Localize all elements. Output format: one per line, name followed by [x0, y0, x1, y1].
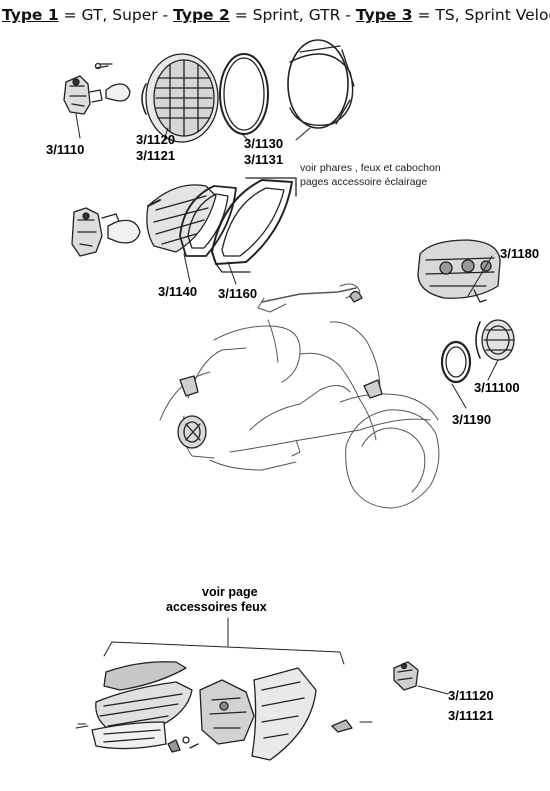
- label-3-1131: 3/1131: [244, 152, 284, 167]
- headlight-lens-drawing: [142, 54, 218, 142]
- oval-headlight-group: [72, 178, 296, 272]
- note-rear-line1: voir page: [202, 585, 258, 599]
- bulb-drawing: [96, 64, 131, 102]
- headlight-gasket-drawing: [220, 54, 268, 134]
- bulb-holder-drawing: [64, 76, 102, 114]
- rear-light-assembly-drawing: [76, 662, 372, 760]
- oval-bulb-holder-drawing: [72, 208, 120, 256]
- headlight-rim-drawing: [288, 40, 354, 128]
- note-headlight-line2: pages accessoire éclairage: [300, 176, 428, 188]
- label-3-11121: 3/11121: [448, 708, 494, 723]
- type3-label: Type 3: [355, 6, 413, 24]
- horn-drawing: [476, 320, 514, 360]
- type1-models: = GT, Super -: [58, 6, 174, 24]
- type-legend: Type 1 = GT, Super - Type 2 = Sprint, GT…: [2, 6, 550, 24]
- horn-ring-drawing: [442, 342, 470, 382]
- label-3-1120: 3/1120: [136, 132, 176, 147]
- connector-drawing: [394, 662, 418, 690]
- oval-lens-drawing: [147, 185, 216, 252]
- type2-label: Type 2: [173, 6, 230, 24]
- oval-rim-drawing: [212, 178, 296, 272]
- instrument-cluster-drawing: [418, 240, 500, 302]
- note-headlight-line1: voir phares , feux et cabochon: [300, 162, 441, 174]
- type1-label: Type 1: [2, 6, 59, 24]
- type2-models: = Sprint, GTR -: [229, 6, 356, 24]
- round-headlight-group: [64, 40, 354, 142]
- label-3-1140: 3/1140: [158, 284, 198, 299]
- label-3-1160: 3/1160: [218, 286, 258, 301]
- label-3-1190: 3/1190: [452, 412, 492, 427]
- label-3-1180: 3/1180: [500, 246, 540, 261]
- label-3-1110: 3/1110: [46, 142, 85, 157]
- label-3-11100: 3/11100: [474, 380, 520, 395]
- oval-bulb-drawing: [108, 220, 140, 243]
- scooter-parts-detail: [178, 291, 382, 448]
- scooter-outline-drawing: [160, 284, 439, 508]
- leader-lines: [76, 114, 498, 694]
- label-3-1130: 3/1130: [244, 136, 284, 151]
- label-3-11120: 3/11120: [448, 688, 494, 703]
- note-rear-line2: accessoires feux: [166, 600, 267, 614]
- type3-models: = TS, Sprint Veloce: [417, 6, 550, 24]
- label-3-1121: 3/1121: [136, 148, 176, 163]
